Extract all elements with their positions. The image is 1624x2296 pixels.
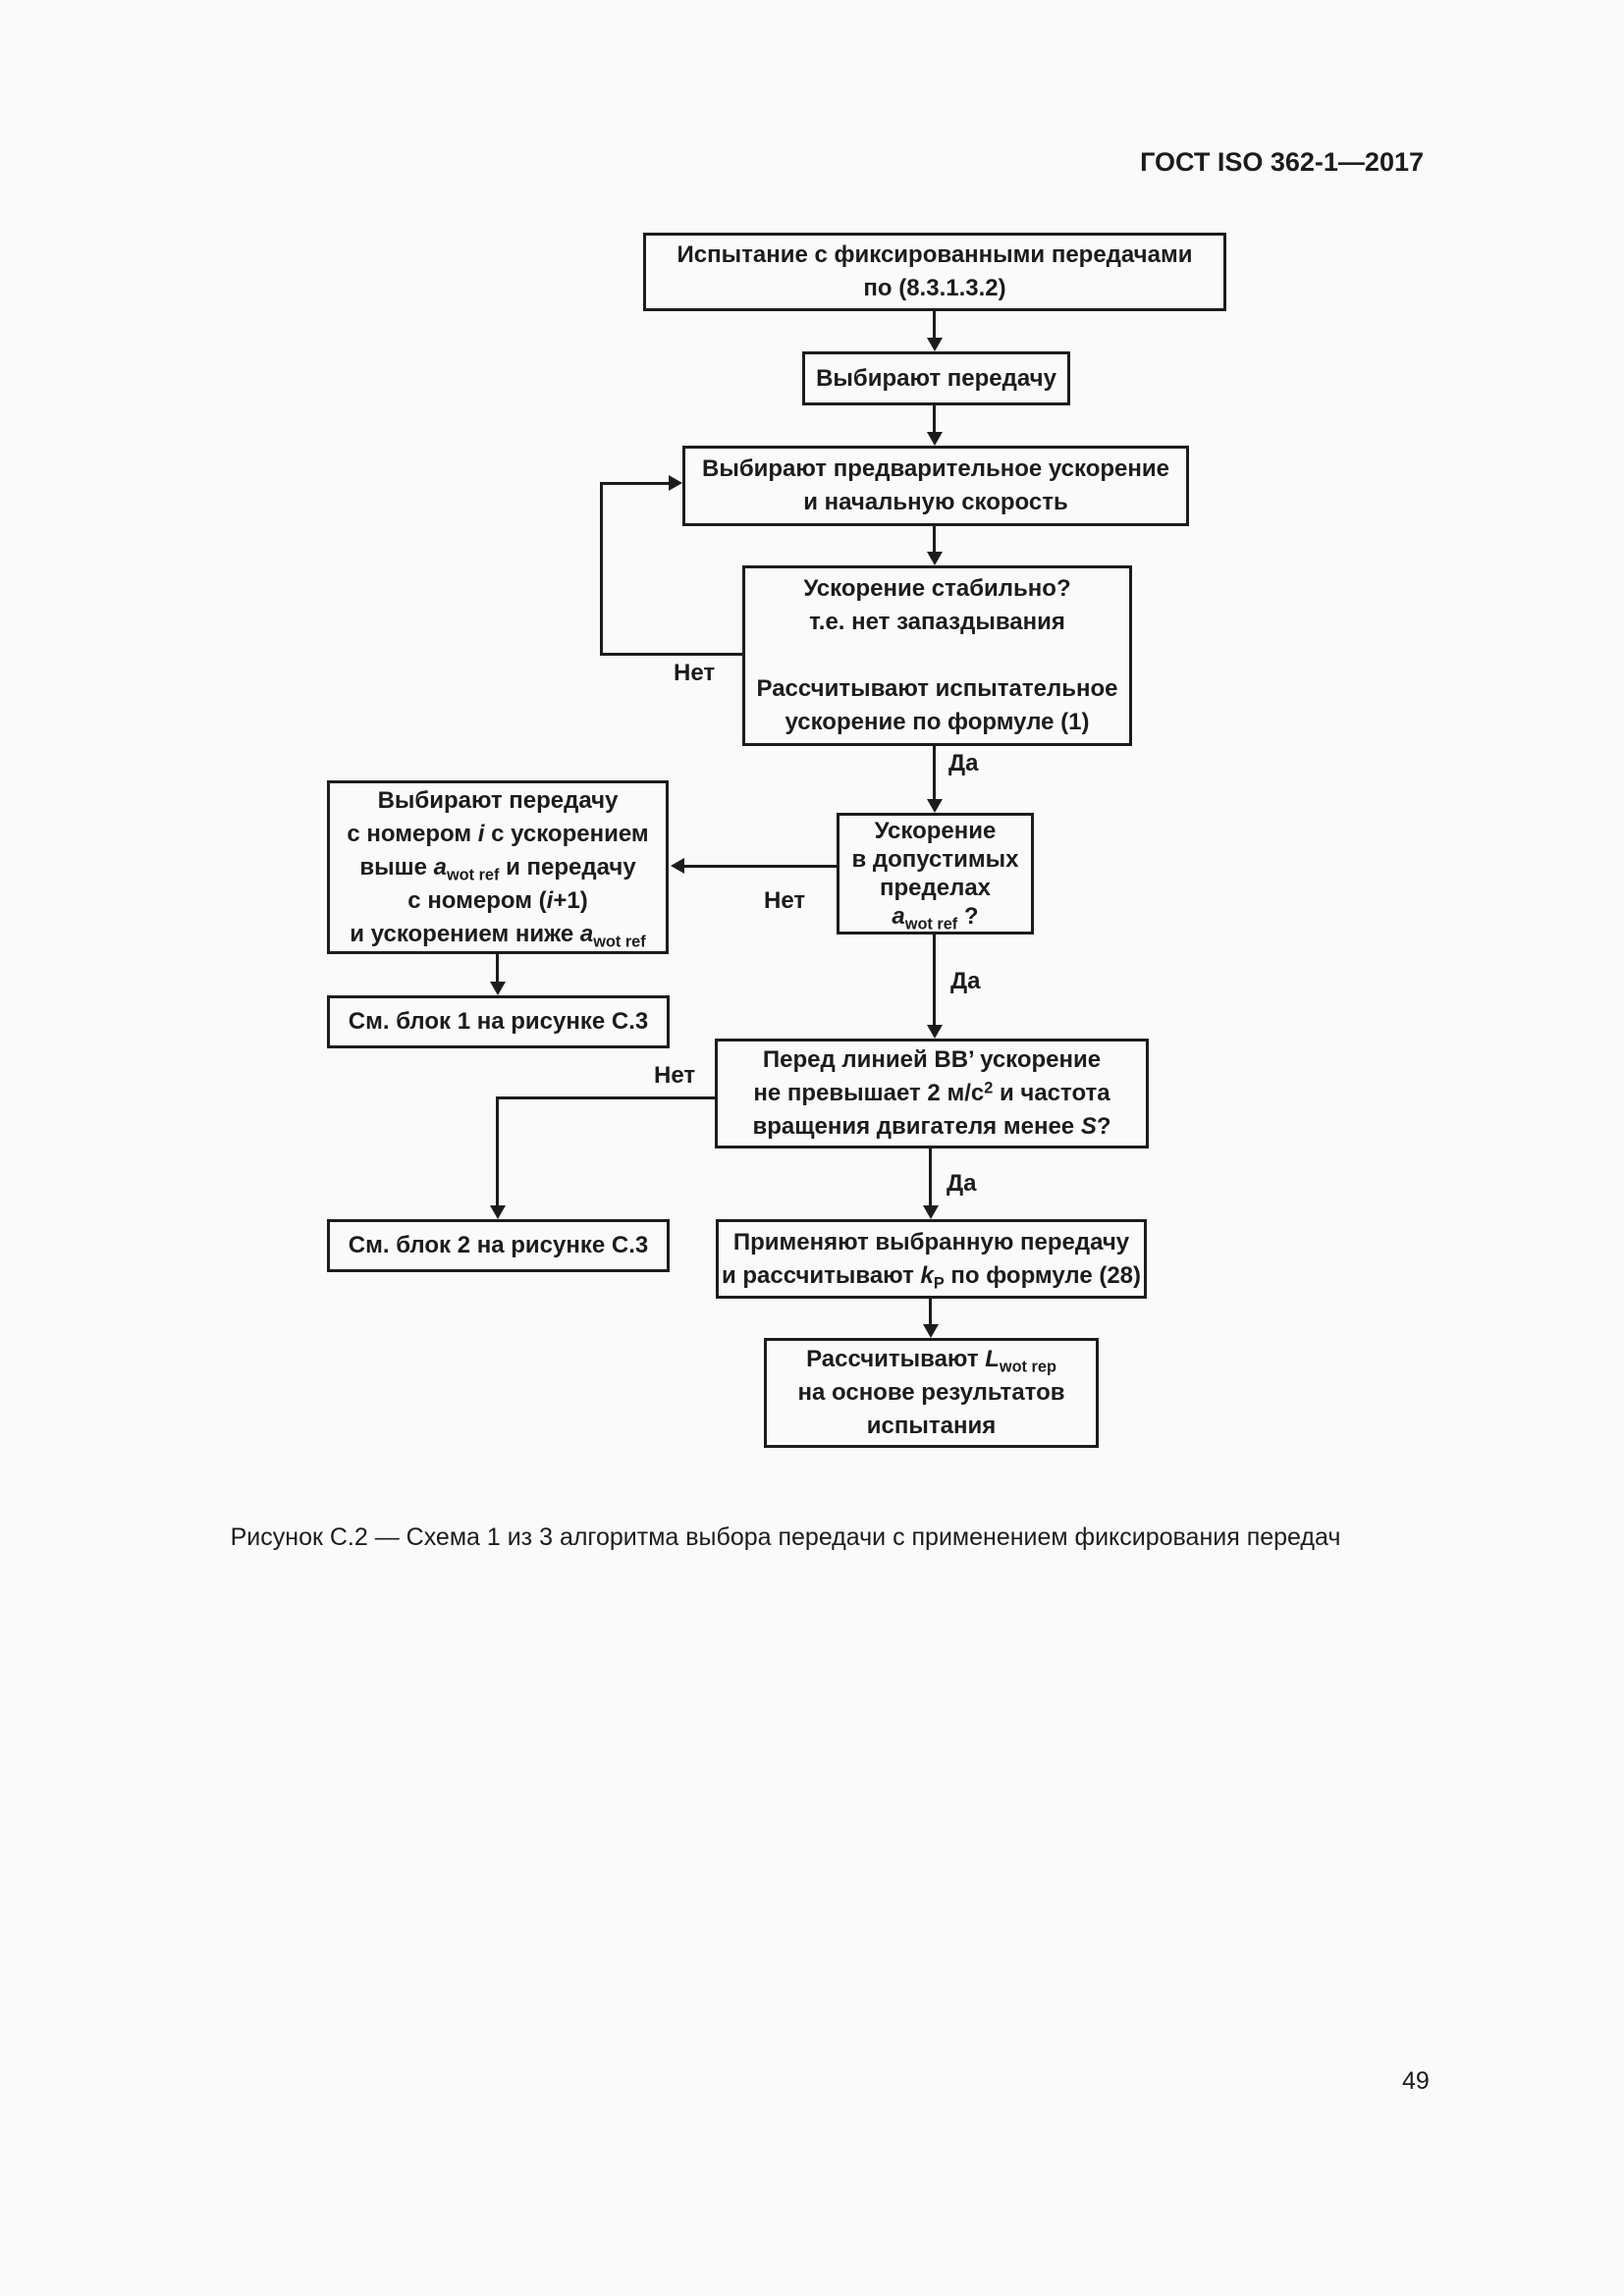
arrow-down-icon <box>490 982 506 995</box>
connector-bbline-to-apply <box>929 1148 932 1206</box>
edge-label-no: Нет <box>654 1062 696 1089</box>
flowchart-box-select-gear: Выбирают передачу <box>802 351 1070 405</box>
connector-feedback-vertical <box>600 482 603 656</box>
connector-limits-no <box>684 865 837 868</box>
connector-geari-to-block1 <box>496 954 499 983</box>
connector-feedback-top <box>600 482 669 485</box>
connector-apply-to-calc <box>929 1299 932 1325</box>
flowchart-box-see-block-2: См. блок 2 на рисунке С.3 <box>327 1219 670 1272</box>
edge-label-no: Нет <box>764 887 806 914</box>
connector-bbline-no-vertical <box>496 1096 499 1206</box>
arrow-down-icon <box>923 1205 939 1219</box>
edge-label-yes: Да <box>948 750 979 776</box>
connector-limits-to-bbline <box>933 934 936 1026</box>
connector-test-to-select <box>933 311 936 339</box>
arrow-down-icon <box>927 552 943 565</box>
connector-select-to-preacc <box>933 405 936 433</box>
page-number: 49 <box>1402 2067 1430 2095</box>
arrow-down-icon <box>927 338 943 351</box>
arrow-down-icon <box>927 799 943 813</box>
arrow-down-icon <box>923 1324 939 1338</box>
arrow-down-icon <box>927 1025 943 1039</box>
flowchart-box-acceleration-stable: Ускорение стабильно?т.е. нет запаздывани… <box>742 565 1132 746</box>
arrow-left-icon <box>671 858 684 874</box>
connector-stable-to-limits <box>933 746 936 800</box>
page-header: ГОСТ ISO 362-1—2017 <box>1140 147 1424 177</box>
figure-caption: Рисунок С.2 — Схема 1 из 3 алгоритма выб… <box>230 1523 1341 1551</box>
connector-feedback-bottom <box>600 653 742 656</box>
edge-label-no: Нет <box>674 660 716 686</box>
edge-label-yes: Да <box>947 1170 977 1197</box>
arrow-down-icon <box>927 432 943 446</box>
edge-label-yes: Да <box>950 968 981 994</box>
connector-bbline-no-horizontal <box>498 1096 715 1099</box>
connector-preacc-to-stable <box>933 526 936 553</box>
arrow-down-icon <box>490 1205 506 1219</box>
flowchart-box-see-block-1: См. блок 1 на рисунке С.3 <box>327 995 670 1048</box>
arrow-right-icon <box>669 475 682 491</box>
